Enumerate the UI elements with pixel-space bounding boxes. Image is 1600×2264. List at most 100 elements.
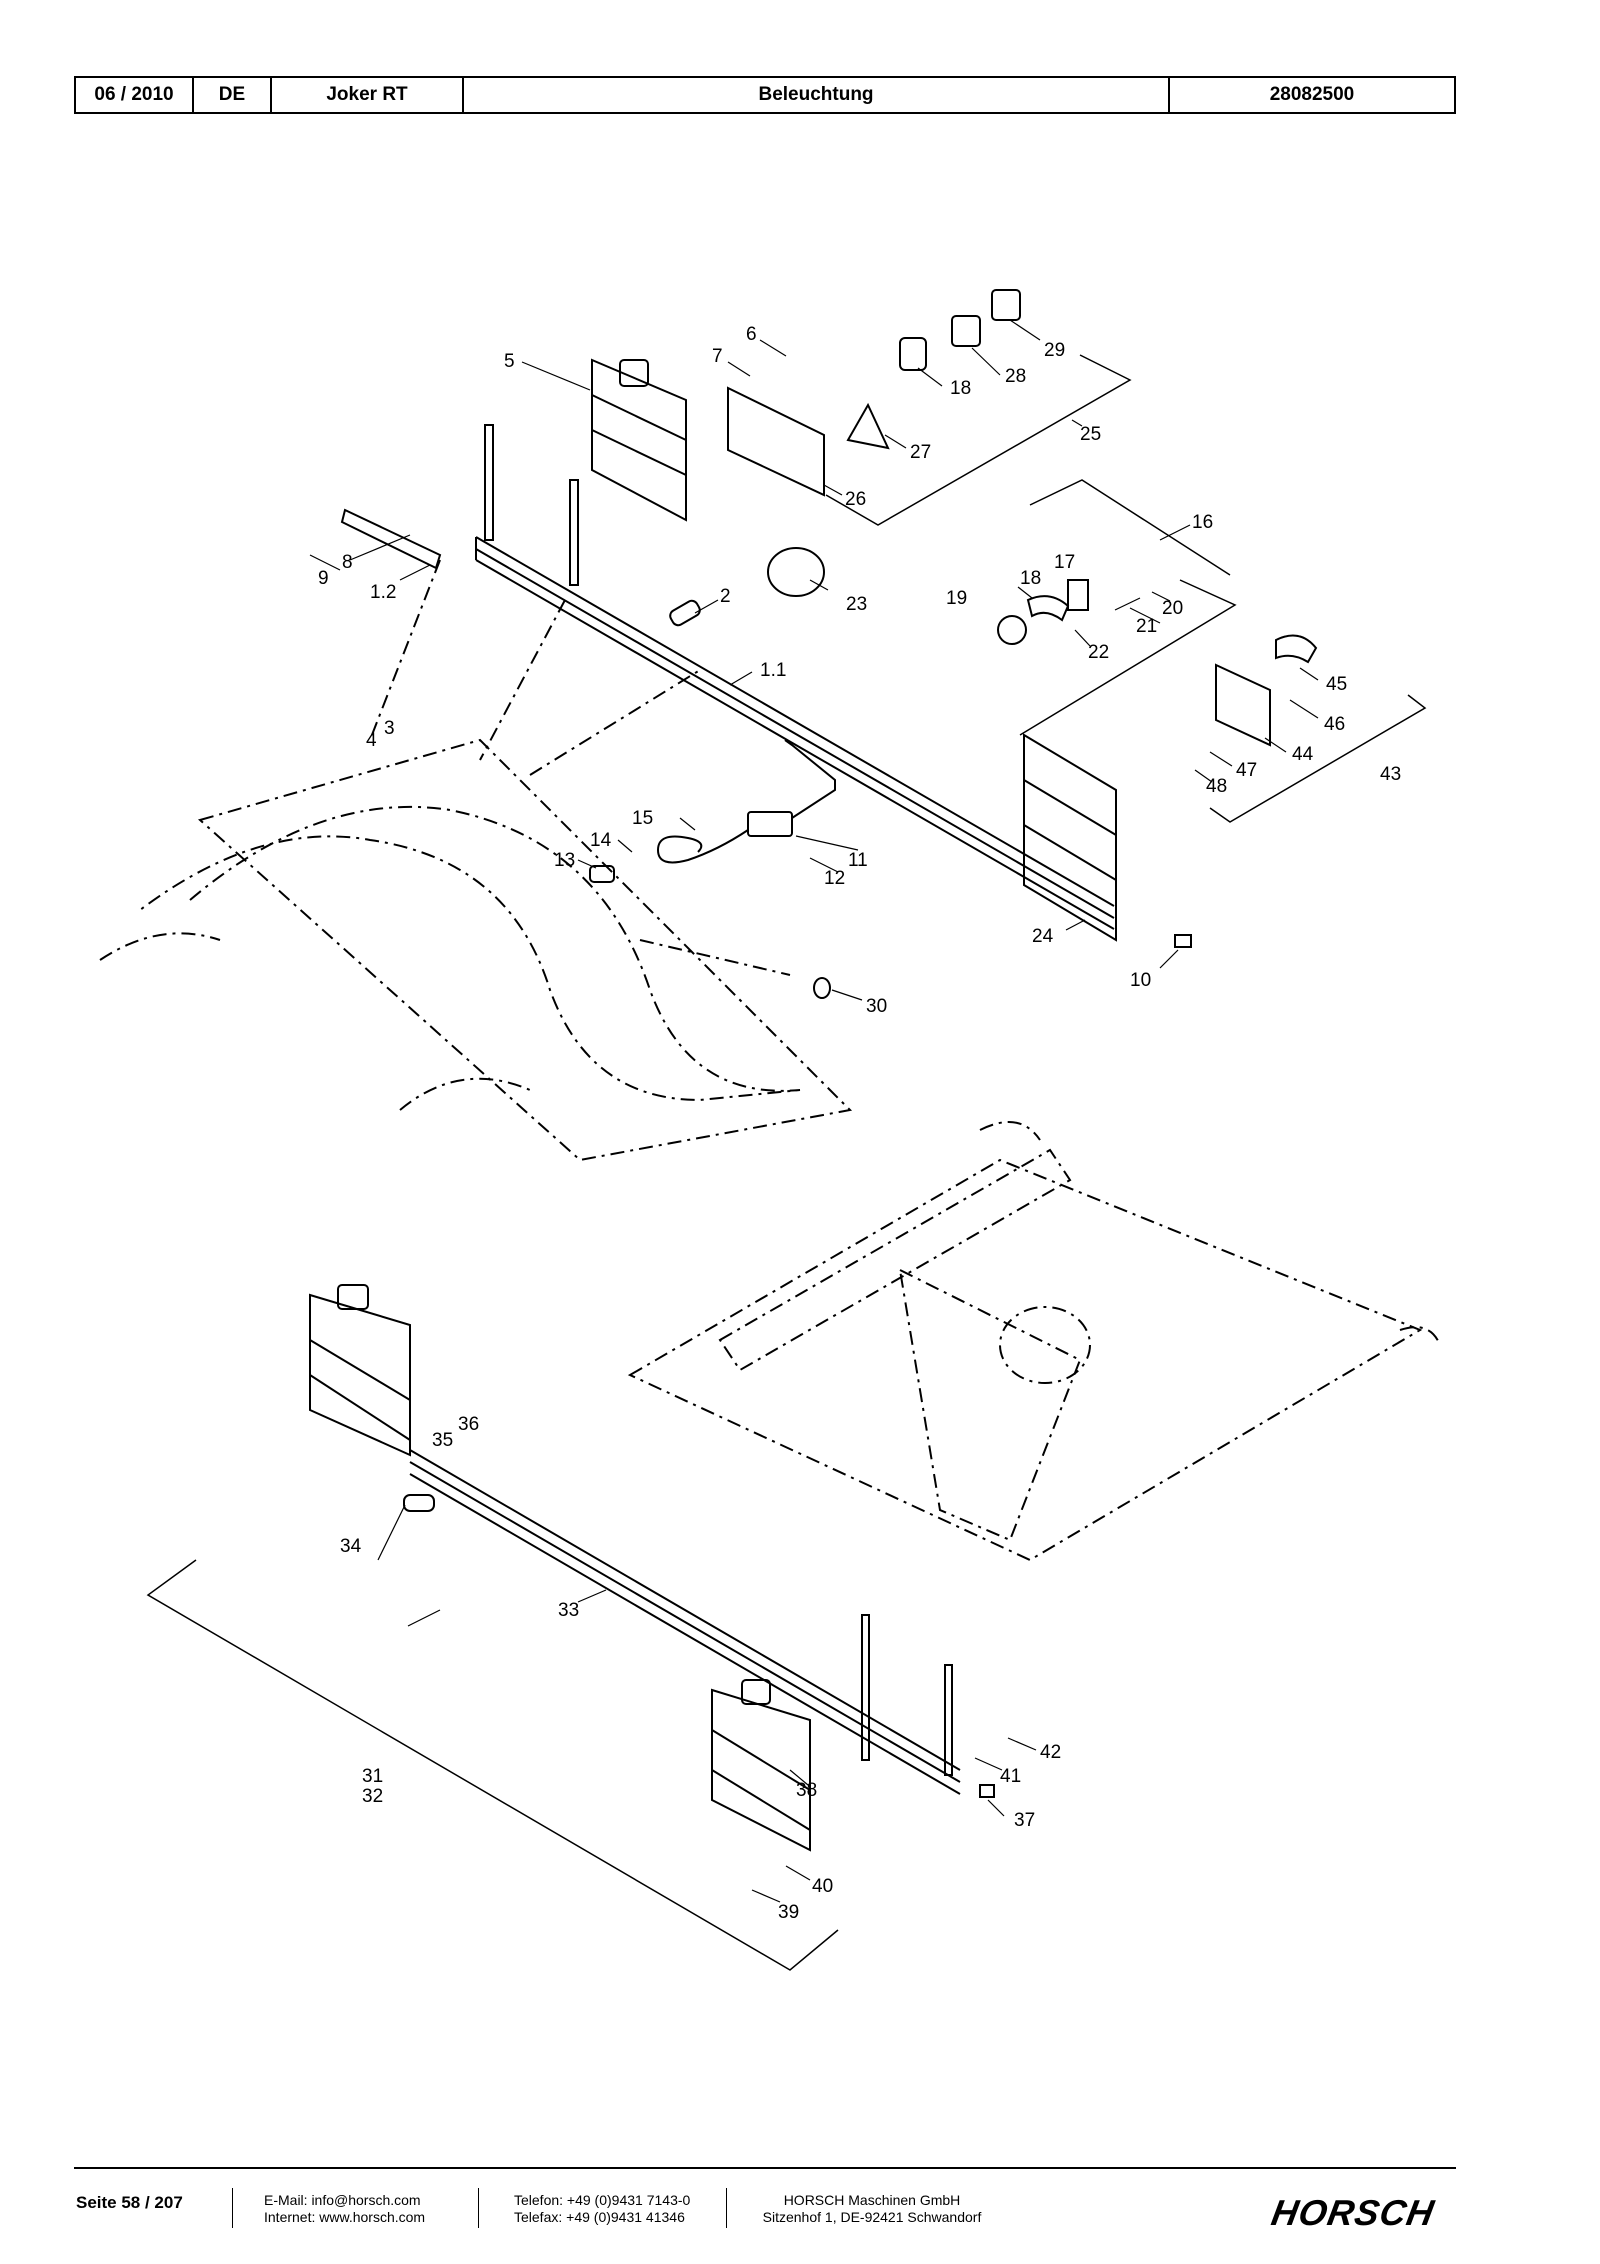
callout-11: 11 [848,850,868,871]
warning-panel-38 [711,1688,811,1852]
cable-15 [656,829,749,864]
side-light-19 [997,615,1027,645]
tail-light-29 [991,289,1021,321]
callout-4: 4 [366,730,377,751]
footer-company: HORSCH Maschinen GmbH Sitzenhof 1, DE-92… [762,2192,982,2226]
callout-37: 37 [1014,1810,1035,1831]
callout-18b: 18 [1020,568,1041,589]
plug-13 [589,865,615,883]
reflector-triangle [846,402,890,450]
footer-email[interactable]: E-Mail: info@horsch.com [264,2192,421,2208]
callout-28: 28 [1005,366,1026,387]
footer-divider [74,2167,1456,2169]
callout-30: 30 [866,996,887,1017]
header-part-number: 28082500 [1269,84,1355,105]
cap-37 [979,1784,995,1798]
light-holder-18 [1026,595,1070,622]
callout-36: 36 [458,1414,479,1435]
speed-sign-23 [767,547,825,597]
callout-9: 9 [318,568,329,589]
machine-frame-bottom [627,1121,1441,1562]
callout-21: 21 [1136,616,1157,637]
license-plate-holder [727,386,825,497]
callout-15: 15 [632,808,653,829]
cap-10 [1174,934,1192,948]
tail-light-28 [951,315,981,347]
callout-48: 48 [1206,776,1227,797]
machine-frame-top [99,559,853,1162]
footer-company-name: HORSCH Maschinen GmbH [783,2192,961,2208]
callout-2: 2 [720,586,731,607]
header-table: 06 / 2010 DE Joker RT Beleuchtung 280825… [74,76,1456,114]
header-language: DE [194,78,272,112]
light-bracket-17 [1067,579,1089,611]
callout-38: 38 [796,1780,817,1801]
leader-lines [309,319,1319,1903]
callout-1-1: 1.1 [760,660,786,681]
callout-6: 6 [746,324,757,345]
o-ring-30 [813,977,831,999]
assembly-brackets [146,354,1427,1971]
footer-separator [478,2188,479,2228]
callout-10: 10 [1130,970,1151,991]
callout-1-2: 1.2 [370,582,396,603]
header-section: Beleuchtung [464,78,1170,112]
warning-panel-upper [309,1293,411,1457]
callout-41: 41 [1000,1766,1021,1787]
tail-light-18 [899,337,927,371]
callout-47: 47 [1236,760,1257,781]
footer-internet[interactable]: Internet: www.horsch.com [264,2209,426,2225]
header-date: 06 / 2010 [76,78,194,112]
side-light-45 [1275,634,1318,664]
callout-29: 29 [1044,340,1065,361]
callout-22: 22 [1088,642,1109,663]
junction-box-11 [747,811,793,837]
callout-32: 32 [362,1786,383,1807]
footer-phone: Telefon: +49 (0)9431 7143-0 [514,2192,691,2208]
callout-16: 16 [1192,512,1213,533]
callout-45: 45 [1326,674,1347,695]
clip-2 [669,599,701,627]
callout-40: 40 [812,1876,833,1897]
callout-42: 42 [1040,1742,1061,1763]
callout-5: 5 [504,351,515,372]
callout-33: 33 [558,1600,579,1621]
light-bar-top [475,424,1115,930]
callout-34: 34 [340,1536,362,1557]
callout-3: 3 [384,718,395,739]
callout-13: 13 [554,850,575,871]
callout-26: 26 [845,489,866,510]
callout-12: 12 [824,868,845,889]
warning-panel-24 [1023,733,1117,942]
callout-39: 39 [778,1902,799,1923]
footer-separator [232,2188,233,2228]
callout-46: 46 [1324,714,1345,735]
side-panel-44 [1215,663,1271,747]
callout-44: 44 [1292,744,1314,765]
callout-17: 17 [1054,552,1075,573]
horsch-logo: HORSCH [1268,2192,1438,2233]
callout-25: 25 [1080,424,1101,445]
header-model: Joker RT [272,78,464,112]
footer-separator [726,2188,727,2228]
callout-labels: 5 6 7 29 28 18 27 25 26 23 8 9 1.2 2 1.1… [318,324,1401,1923]
bracket-1-2 [340,508,442,570]
callout-20: 20 [1162,598,1183,619]
callout-8: 8 [342,552,353,573]
footer-contact-phone: Telefon: +49 (0)9431 7143-0 Telefax: +49… [514,2192,690,2226]
clip-34 [403,1494,435,1512]
warning-panel-5 [591,358,687,522]
page-number: Seite 58 / 207 [76,2193,183,2212]
callout-43: 43 [1380,764,1401,785]
light-bar-bottom [309,1284,995,1852]
callout-19: 19 [946,588,967,609]
callout-7: 7 [712,346,723,367]
callout-23: 23 [846,594,867,615]
callout-35: 35 [432,1430,453,1451]
footer-fax: Telefax: +49 (0)9431 41346 [514,2209,685,2225]
callout-27: 27 [910,442,931,463]
callout-18a: 18 [950,378,971,399]
callout-24: 24 [1032,926,1054,947]
callout-14: 14 [590,830,612,851]
